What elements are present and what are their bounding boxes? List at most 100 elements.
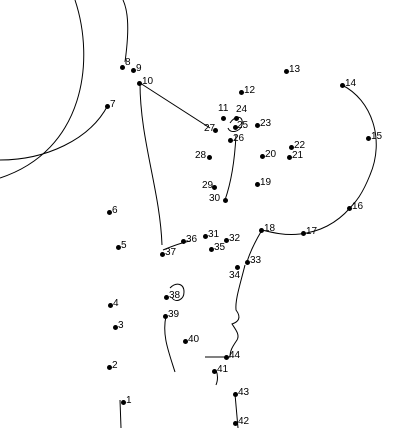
puzzle-number-17: 17 bbox=[306, 226, 318, 237]
puzzle-number-24: 24 bbox=[236, 104, 248, 115]
puzzle-dot-8 bbox=[119, 64, 125, 70]
puzzle-number-15: 15 bbox=[371, 131, 383, 142]
puzzle-dot-11 bbox=[220, 115, 226, 121]
puzzle-number-1: 1 bbox=[126, 395, 132, 406]
puzzle-number-40: 40 bbox=[188, 334, 200, 345]
puzzle-number-10: 10 bbox=[142, 76, 154, 87]
puzzle-number-11: 11 bbox=[218, 103, 229, 114]
puzzle-number-16: 16 bbox=[352, 201, 364, 212]
puzzle-dot-14 bbox=[339, 82, 345, 88]
puzzle-number-35: 35 bbox=[214, 242, 226, 253]
puzzle-number-31: 31 bbox=[208, 229, 220, 240]
puzzle-number-9: 9 bbox=[136, 63, 142, 74]
puzzle-number-28: 28 bbox=[195, 150, 207, 161]
puzzle-dot-5 bbox=[115, 244, 121, 250]
puzzle-number-39: 39 bbox=[168, 309, 180, 320]
puzzle-number-29: 29 bbox=[202, 180, 214, 191]
puzzle-number-34: 34 bbox=[229, 270, 241, 281]
puzzle-dot-39 bbox=[162, 313, 168, 319]
puzzle-dot-33 bbox=[244, 259, 250, 265]
puzzle-dot-25 bbox=[232, 124, 238, 130]
puzzle-dot-2 bbox=[106, 364, 112, 370]
puzzle-dot-4 bbox=[107, 302, 113, 308]
puzzle-number-3: 3 bbox=[118, 320, 124, 331]
stem-43 bbox=[234, 393, 239, 429]
puzzle-dot-13 bbox=[283, 68, 289, 74]
puzzle-dot-43 bbox=[232, 391, 238, 397]
puzzle-dot-44 bbox=[223, 354, 229, 360]
puzzle-dot-3 bbox=[112, 324, 118, 330]
puzzle-dot-34 bbox=[234, 264, 240, 270]
puzzle-number-22: 22 bbox=[294, 140, 306, 151]
puzzle-number-23: 23 bbox=[260, 118, 272, 129]
puzzle-dot-30 bbox=[222, 197, 228, 203]
puzzle-number-42: 42 bbox=[238, 416, 250, 427]
puzzle-number-13: 13 bbox=[289, 64, 301, 75]
puzzle-dot-36 bbox=[180, 238, 186, 244]
left-curve bbox=[0, 104, 109, 161]
puzzle-dot-37 bbox=[159, 251, 165, 257]
puzzle-number-43: 43 bbox=[238, 387, 250, 398]
neck-line bbox=[246, 229, 263, 263]
puzzle-number-32: 32 bbox=[229, 233, 241, 244]
puzzle-dot-23 bbox=[254, 122, 260, 128]
puzzle-dot-31 bbox=[202, 233, 208, 239]
outer-arc bbox=[0, 0, 85, 179]
puzzle-number-18: 18 bbox=[264, 223, 276, 234]
puzzle-dot-27 bbox=[212, 127, 218, 133]
brim-line bbox=[139, 82, 211, 129]
puzzle-dot-35 bbox=[208, 246, 214, 252]
puzzle-number-36: 36 bbox=[186, 234, 198, 245]
puzzle-dot-38 bbox=[163, 294, 169, 300]
puzzle-number-37: 37 bbox=[165, 247, 177, 258]
right-arc bbox=[341, 84, 377, 209]
puzzle-dot-17 bbox=[300, 230, 306, 236]
puzzle-dot-12 bbox=[238, 89, 244, 95]
puzzle-dot-32 bbox=[223, 237, 229, 243]
puzzle-dot-1 bbox=[120, 399, 126, 405]
puzzle-number-30: 30 bbox=[209, 193, 221, 204]
puzzle-number-44: 44 bbox=[229, 350, 241, 361]
puzzle-dot-19 bbox=[254, 181, 260, 187]
puzzle-number-6: 6 bbox=[112, 205, 118, 216]
puzzle-number-41: 41 bbox=[217, 364, 229, 375]
hat-left-side bbox=[139, 82, 163, 246]
puzzle-dot-24 bbox=[233, 115, 239, 121]
puzzle-number-8: 8 bbox=[125, 57, 131, 68]
puzzle-dot-15 bbox=[365, 135, 371, 141]
puzzle-dot-7 bbox=[104, 103, 110, 109]
puzzle-dot-9 bbox=[130, 67, 136, 73]
chin-curve bbox=[261, 229, 301, 235]
puzzle-number-33: 33 bbox=[250, 255, 262, 266]
puzzle-dot-42 bbox=[232, 420, 238, 426]
puzzle-dot-41 bbox=[211, 368, 217, 374]
brim-lower bbox=[162, 240, 191, 251]
puzzle-dot-29 bbox=[211, 184, 217, 190]
stem-1 bbox=[119, 399, 122, 429]
eye-curve bbox=[224, 134, 237, 201]
jaw-curve bbox=[164, 315, 176, 373]
puzzle-dot-20 bbox=[259, 153, 265, 159]
puzzle-dot-18 bbox=[258, 227, 264, 233]
puzzle-number-27: 27 bbox=[204, 123, 216, 134]
puzzle-dot-10 bbox=[136, 80, 142, 86]
puzzle-number-19: 19 bbox=[260, 177, 272, 188]
puzzle-number-14: 14 bbox=[345, 78, 357, 89]
puzzle-number-7: 7 bbox=[110, 99, 116, 110]
puzzle-number-4: 4 bbox=[113, 298, 119, 309]
puzzle-number-20: 20 bbox=[265, 149, 277, 160]
puzzle-number-2: 2 bbox=[112, 360, 118, 371]
puzzle-number-38: 38 bbox=[169, 290, 181, 301]
puzzle-dot-21 bbox=[286, 154, 292, 160]
puzzle-dot-26 bbox=[227, 137, 233, 143]
puzzle-dot-6 bbox=[106, 209, 112, 215]
puzzle-number-25: 25 bbox=[237, 120, 249, 131]
puzzle-dot-28 bbox=[206, 154, 212, 160]
ear-curl bbox=[169, 283, 185, 301]
puzzle-dot-40 bbox=[182, 338, 188, 344]
puzzle-number-5: 5 bbox=[121, 240, 127, 251]
puzzle-number-26: 26 bbox=[233, 133, 245, 144]
puzzle-dot-16 bbox=[346, 205, 352, 211]
